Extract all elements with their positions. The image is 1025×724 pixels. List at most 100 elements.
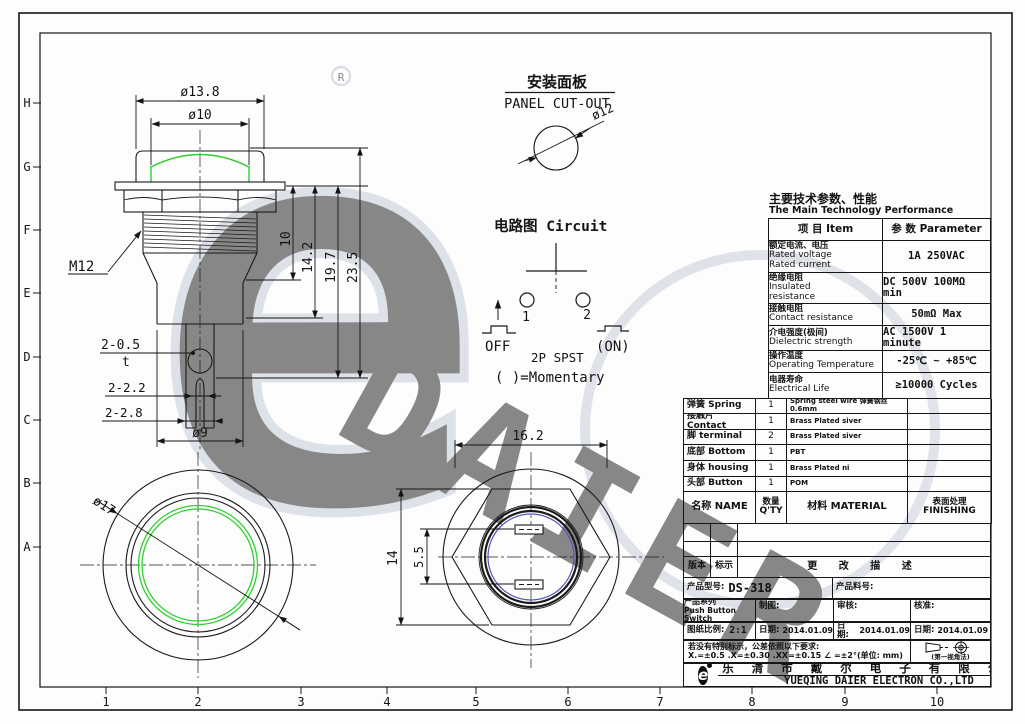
first-angle-projection-icon xyxy=(925,641,969,655)
section-view xyxy=(114,130,286,452)
rear-dim-w: 16.2 xyxy=(512,429,543,444)
panel-cutout xyxy=(505,91,615,171)
tech-spec-table: 项 目 Item 参 数 Parameter 额定电流、电压 Rated vol… xyxy=(768,218,991,399)
dim-h235: 23.5 xyxy=(346,252,361,283)
tech-label-en: Rated voltage xyxy=(769,250,832,261)
date-cell: 日期: 2014.01.09 xyxy=(911,623,991,640)
grid-number: 2 xyxy=(194,695,201,709)
tolerance-line2: X.=±0.5 .X=±0.30 .XX=±0.15 ∠ =±2°(单位: mm… xyxy=(688,650,903,660)
tech-label-en2: resistance xyxy=(769,291,816,302)
tech-label-en: Contact resistance xyxy=(769,313,854,324)
tech-row-value: 1A 250VAC xyxy=(883,241,991,273)
bom-material: POM xyxy=(787,477,908,492)
grid-letter: A xyxy=(23,540,31,554)
dim-cap-inner: ø10 xyxy=(188,108,211,123)
dim-d9: ø9 xyxy=(192,426,208,441)
rev-version-header: 版本 xyxy=(684,557,711,578)
approve-cell: 核准: xyxy=(911,600,991,622)
projection-label: (第一视角法) xyxy=(931,653,970,662)
tech-col-param: 参 数 Parameter xyxy=(883,219,991,241)
scale-date-row: 图纸比例: 2:1 日期: 2014.01.09 日期: 2014.01.09 … xyxy=(683,622,991,640)
tech-label-zh: 绝缘电阻 xyxy=(769,273,804,283)
date-cell: 日期: 2014.01.09 xyxy=(756,623,834,640)
bom-qty: 1 xyxy=(756,399,787,414)
scale-value: 2:1 xyxy=(729,624,747,636)
on-label: (ON) xyxy=(596,339,630,355)
approve-label: 核准: xyxy=(914,601,935,611)
bom-material: Brass Plated ni xyxy=(787,461,908,477)
bom-header-material: 材料 MATERIAL xyxy=(787,492,908,524)
rev-empty xyxy=(738,542,991,557)
bom-name: 接触片 Contact xyxy=(684,414,756,430)
bom-name: 头部 Button xyxy=(684,477,756,492)
rear-dimensions xyxy=(396,440,608,626)
bom-header-finish: 表面处理 FINISHING xyxy=(908,492,992,524)
company-row: e 乐 清 市 戴 尔 电 子 有 限 公 司 YUEQING DAIER EL… xyxy=(683,663,991,687)
dim-h142: 14.2 xyxy=(301,242,316,273)
terminal-note2: 2-2.2 xyxy=(108,380,146,395)
bom-header-finish-zh: 表面处理 xyxy=(932,497,967,508)
terminal-note3: 2-2.8 xyxy=(105,405,143,420)
tech-row-value: 50mΩ Max xyxy=(883,304,991,326)
grid-letter: D xyxy=(23,350,30,364)
tech-label-en: Dielectric strength xyxy=(769,336,853,347)
grid-number: 10 xyxy=(930,695,944,709)
rear-view xyxy=(438,452,664,668)
grid-letter: G xyxy=(23,160,30,174)
momentary-note: ( )=Momentary xyxy=(495,370,605,386)
tech-row-value: DC 500V 100MΩ min xyxy=(883,273,991,304)
daier-logo: e xyxy=(698,664,713,685)
tech-row-label: 额定电流、电压 Rated voltage Rated current xyxy=(769,241,883,273)
tech-row-label: 操作温度 Operating Temperature xyxy=(769,351,883,373)
grid-number: 4 xyxy=(383,695,390,709)
tech-label-zh: 接触电阻 xyxy=(769,304,804,315)
tech-col-item: 项 目 Item xyxy=(769,219,883,241)
contact-2-label: 2 xyxy=(583,308,591,323)
panel-title-en: PANEL CUT-OUT xyxy=(504,96,610,112)
thread-label: M12 xyxy=(69,259,94,275)
draft-cell: 制图: xyxy=(756,600,834,622)
tech-row-label: 介电强度(极间) Dielectric strength xyxy=(769,326,883,351)
grid-letter: F xyxy=(23,223,30,237)
on-button-icon xyxy=(597,325,629,332)
tolerance-line1: 若没有特别标示，公差依照以下要求: xyxy=(688,641,820,651)
grid-number: 3 xyxy=(297,695,304,709)
off-label: OFF xyxy=(485,339,510,355)
bom-name: 脚 terminal xyxy=(684,430,756,445)
circuit-title: 电路图 Circuit xyxy=(494,217,607,235)
rev-empty xyxy=(684,524,711,542)
panel-title-zh: 安装面板 xyxy=(527,73,588,91)
bom-finish xyxy=(908,399,992,414)
rev-empty xyxy=(711,542,738,557)
contact-1-label: 1 xyxy=(522,310,530,325)
bom-finish xyxy=(908,430,992,445)
company-cell: e 乐 清 市 戴 尔 电 子 有 限 公 司 YUEQING DAIER EL… xyxy=(684,664,991,687)
daier-logo-glyph: e xyxy=(698,665,709,684)
tech-label-zh: 额定电流、电压 xyxy=(769,241,829,252)
bom-qty: 2 xyxy=(756,430,787,445)
model-row: 产品型号: DS-318 产品料号: xyxy=(683,577,991,599)
rear-dim-h: 14 xyxy=(386,550,401,566)
circuit-diagram xyxy=(482,243,629,334)
audit-cell: 审核: xyxy=(834,600,911,622)
tech-label-en: Operating Temperature xyxy=(769,360,874,371)
audit-label: 审核: xyxy=(837,601,858,611)
terminal-note1b: t xyxy=(122,355,130,370)
grid-letter: C xyxy=(23,413,30,427)
tech-row-value: AC 1500V 1 minute xyxy=(883,326,991,351)
date-label: 日期: xyxy=(914,625,935,636)
tech-label-zh: 操作温度 xyxy=(769,351,804,362)
part-label: 产品料号: xyxy=(836,582,874,593)
draft-label: 制图: xyxy=(759,601,780,611)
watermark-reg: R xyxy=(338,71,345,84)
rear-dim-text: 16.2 14 5.5 xyxy=(386,429,544,568)
bom-header-qty-zh: 数量 xyxy=(762,497,780,508)
rev-empty xyxy=(711,524,738,542)
front-view xyxy=(80,452,316,678)
bom-table: 弹簧 Spring 1 Spring steel wire 弹簧钢丝 0.6mm… xyxy=(683,398,992,524)
tech-row-value: ≥10000 Cycles xyxy=(883,373,991,399)
date-label: 日期: xyxy=(837,623,849,640)
scale-label: 图纸比例: xyxy=(687,625,725,636)
grid-letter: E xyxy=(23,286,30,300)
